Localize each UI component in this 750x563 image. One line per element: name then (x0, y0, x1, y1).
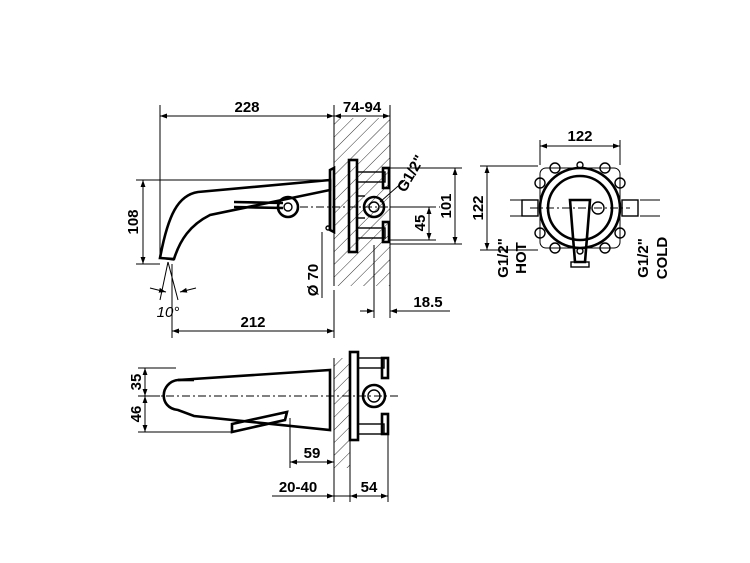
dim-diameter-70: Ø 70 (305, 264, 322, 297)
front-view: 122 122 G1/2" HOT G1/2" COLD (470, 128, 671, 279)
dim-228: 228 (234, 99, 259, 116)
dim-74-94: 74-94 (343, 99, 382, 116)
dim-45: 45 (412, 215, 429, 232)
cartridge-circle (276, 195, 300, 219)
dim-18-5: 18.5 (413, 294, 442, 311)
spout-body (158, 178, 332, 261)
dim-46: 46 (128, 406, 145, 423)
wall-hatch-bottom (334, 358, 350, 468)
mounting-lugs (534, 161, 626, 255)
hot-thread-label: G1/2" (495, 238, 512, 278)
lever (233, 200, 284, 210)
thread-label: G1/2" (394, 152, 429, 195)
cold-label: COLD (654, 237, 671, 280)
dim-101: 101 (438, 193, 455, 218)
spout-top (162, 368, 332, 432)
lever-top (230, 410, 289, 434)
top-view: 35 46 59 20-40 54 (128, 350, 400, 502)
dim-59: 59 (304, 445, 321, 462)
dim-box-height: 122 (470, 195, 487, 220)
hot-label: HOT (513, 242, 530, 274)
spout-front (568, 198, 592, 264)
dim-20-40: 20-40 (279, 479, 317, 496)
cold-thread-label: G1/2" (635, 238, 652, 278)
dim-angle: 10° (157, 304, 180, 321)
dim-108: 108 (125, 209, 142, 234)
dim-212: 212 (240, 314, 265, 331)
dim-box-width: 122 (567, 128, 592, 145)
side-view: 228 74-94 108 101 45 G1/2" Ø 70 10° (125, 99, 462, 338)
dim-54: 54 (361, 479, 378, 496)
dim-35: 35 (128, 374, 145, 391)
